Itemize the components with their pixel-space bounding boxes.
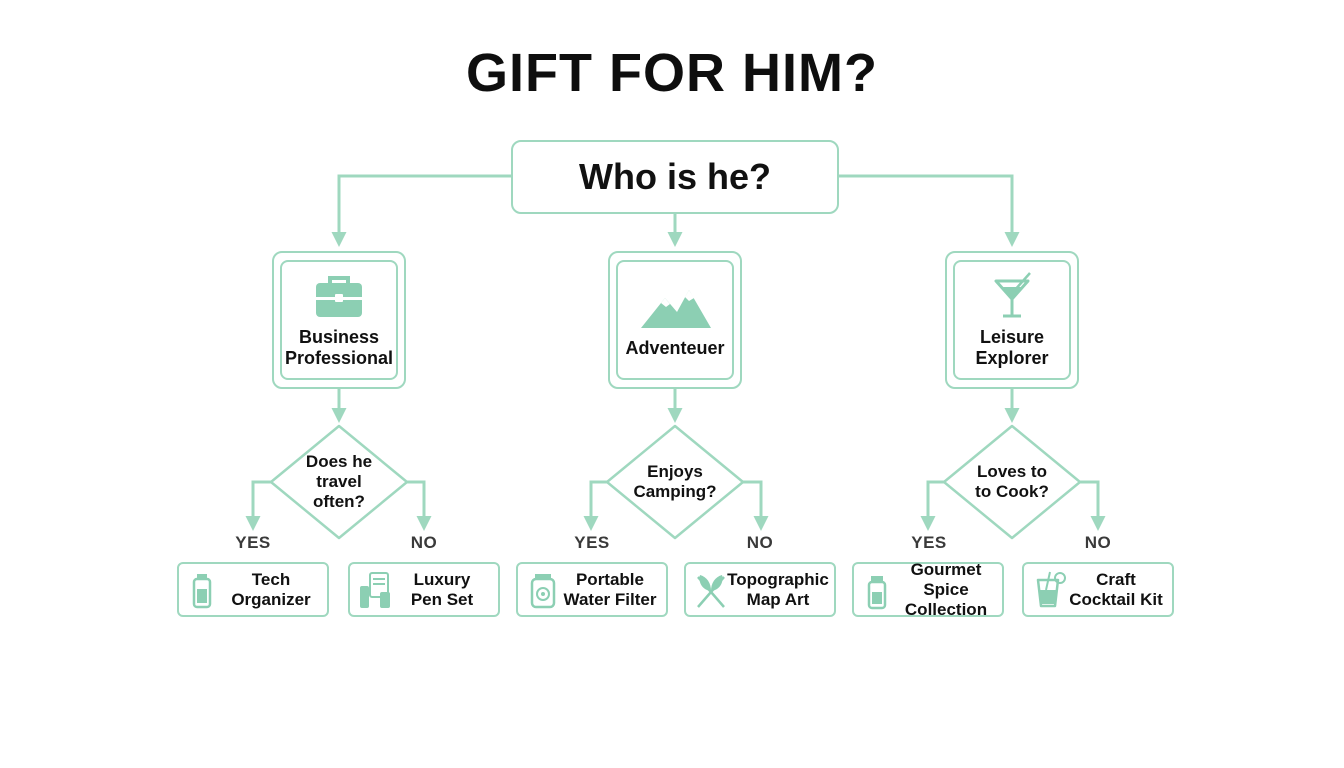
diagram-title: GIFT FOR HIM? bbox=[466, 43, 878, 103]
branch-label-no: NO bbox=[746, 533, 774, 552]
decision-diamond-2 bbox=[605, 424, 745, 540]
branch-label-yes: YES bbox=[235, 533, 271, 552]
briefcase-icon bbox=[316, 276, 362, 317]
connector-q3-yes bbox=[920, 480, 944, 531]
cocktail-glass-icon bbox=[994, 272, 1031, 318]
branch-label-yes: YES bbox=[574, 533, 610, 552]
gift-label: Gourmet Spice Collection bbox=[904, 559, 988, 619]
category-label: Adventeuer bbox=[625, 337, 725, 358]
cocktail-kit-icon bbox=[1036, 571, 1066, 608]
gift-label: Topographic Map Art bbox=[727, 569, 829, 609]
connector-q1-no bbox=[407, 480, 432, 531]
water-filter-icon bbox=[530, 574, 556, 609]
gift-label: Portable Water Filter bbox=[563, 569, 657, 609]
connector-q2-no bbox=[743, 480, 769, 531]
root-label: Who is he? bbox=[579, 156, 771, 197]
spice-jar-icon bbox=[867, 576, 887, 610]
category-adventurer: Adventeuer bbox=[608, 251, 742, 389]
gift-portable-water-filter: Portable Water Filter bbox=[516, 562, 668, 617]
gift-label: Tech Organizer bbox=[231, 569, 311, 609]
gift-topographic-map-art: Topographic Map Art bbox=[684, 562, 836, 617]
connector-q3-no bbox=[1080, 480, 1106, 531]
gift-gourmet-spice-collection: Gourmet Spice Collection bbox=[852, 559, 1004, 619]
map-art-icon bbox=[697, 575, 725, 608]
root-node: Who is he? bbox=[511, 140, 839, 214]
question-travel: Does he travel often? bbox=[305, 452, 373, 511]
question-camping: Enjoys Camping? bbox=[633, 462, 717, 501]
mountain-icon bbox=[641, 289, 711, 328]
category-business-professional: Business Professional bbox=[272, 251, 406, 389]
gift-label: Craft Cocktail Kit bbox=[1069, 569, 1163, 609]
gift-tech-organizer: Tech Organizer bbox=[177, 562, 329, 617]
gift-craft-cocktail-kit: Craft Cocktail Kit bbox=[1022, 562, 1174, 617]
category-label: Leisure Explorer bbox=[975, 327, 1049, 368]
connector-q2-yes bbox=[583, 480, 607, 531]
category-leisure-explorer: Leisure Explorer bbox=[945, 251, 1079, 389]
connector-root-left bbox=[331, 174, 511, 247]
decision-diamond-3 bbox=[942, 424, 1082, 540]
pen-set-icon bbox=[360, 572, 390, 608]
question-cooking: Loves to to Cook? bbox=[975, 462, 1049, 501]
organizer-icon bbox=[192, 574, 212, 609]
branch-label-no: NO bbox=[1084, 533, 1112, 552]
gift-luxury-pen-set: Luxury Pen Set bbox=[348, 562, 500, 617]
branch-label-no: NO bbox=[410, 533, 438, 552]
connector-q1-yes bbox=[245, 480, 271, 531]
decision-diamond-1 bbox=[269, 424, 409, 540]
gift-label: Luxury Pen Set bbox=[410, 569, 474, 609]
branch-label-yes: YES bbox=[911, 533, 947, 552]
category-label: Business Professional bbox=[284, 327, 394, 368]
connector-root-right bbox=[839, 174, 1020, 247]
